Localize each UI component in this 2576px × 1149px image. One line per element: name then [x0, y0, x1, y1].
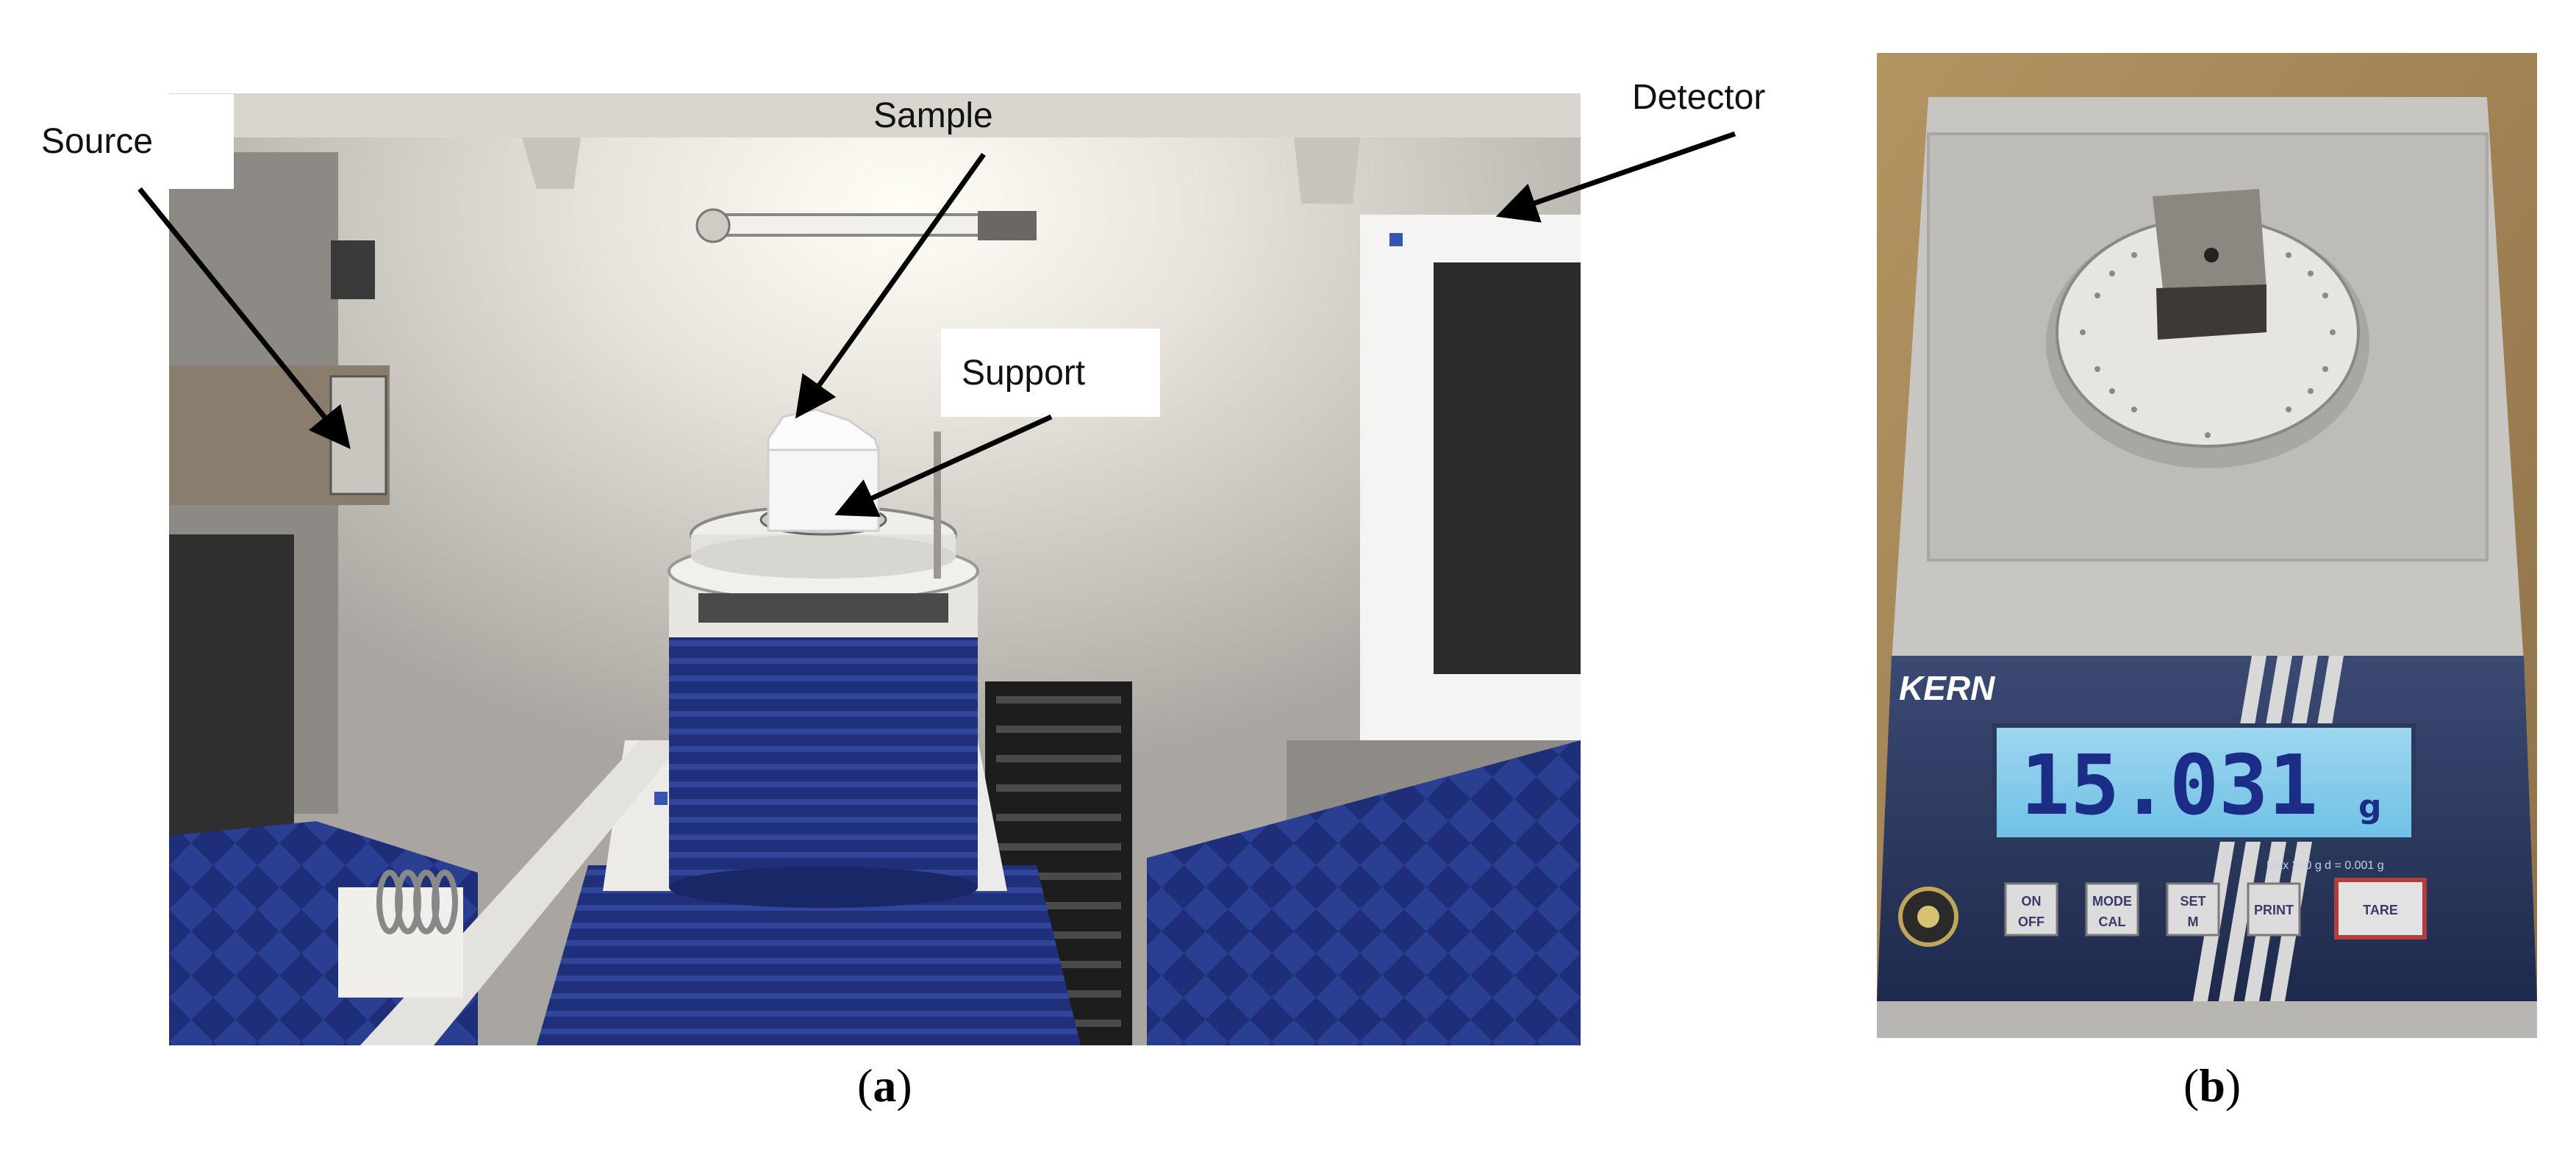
label-source-text: Source: [41, 122, 154, 161]
caption-a-close: ): [896, 1059, 912, 1112]
photo-ct-scanner: [169, 93, 1581, 1045]
label-sample: Sample: [853, 75, 1026, 156]
label-support: Support: [941, 329, 1160, 417]
label-sample-text: Sample: [873, 96, 993, 135]
label-detector: Detector: [1610, 60, 1816, 134]
button-print[interactable]: [2247, 882, 2301, 937]
button-mode-label: MODE: [2092, 894, 2132, 909]
ct-scanner-illustration: [169, 93, 1581, 1045]
caption-b-letter: b: [2199, 1059, 2225, 1112]
label-detector-text: Detector: [1632, 77, 1766, 117]
balance-illustration: KERN 15.031 g Max 360 g d = 0.001 g ON O…: [1877, 53, 2537, 1038]
caption-b-open: (: [2183, 1059, 2200, 1112]
caption-a-open: (: [857, 1059, 873, 1112]
label-support-text: Support: [962, 353, 1086, 393]
button-on-off[interactable]: [2004, 882, 2058, 937]
caption-a: (a): [857, 1059, 912, 1113]
button-tare-label: TARE: [2363, 903, 2398, 917]
caption-a-letter: a: [873, 1059, 897, 1112]
label-source: Source: [0, 94, 234, 189]
button-set-label: SET: [2180, 894, 2205, 909]
capacity-text: Max 360 g d = 0.001 g: [2266, 859, 2384, 872]
button-tare[interactable]: [2334, 878, 2427, 939]
display-unit: g: [2358, 788, 2382, 826]
button-print-label: PRINT: [2254, 903, 2294, 917]
scale-brand: KERN: [1899, 669, 1995, 707]
photo-balance: KERN 15.031 g Max 360 g d = 0.001 g ON O…: [1877, 53, 2537, 1038]
button-set-m[interactable]: [2166, 882, 2220, 937]
button-on-label: ON: [2022, 894, 2042, 909]
button-off-label: OFF: [2018, 914, 2044, 929]
display-value: 15.031: [2020, 738, 2318, 834]
button-m-label: M: [2188, 914, 2199, 929]
button-mode-cal[interactable]: [2085, 882, 2139, 937]
button-cal-label: CAL: [2099, 914, 2126, 929]
caption-b-close: ): [2225, 1059, 2242, 1112]
balance-buttons: [2004, 878, 2427, 939]
caption-b: (b): [2183, 1059, 2241, 1113]
